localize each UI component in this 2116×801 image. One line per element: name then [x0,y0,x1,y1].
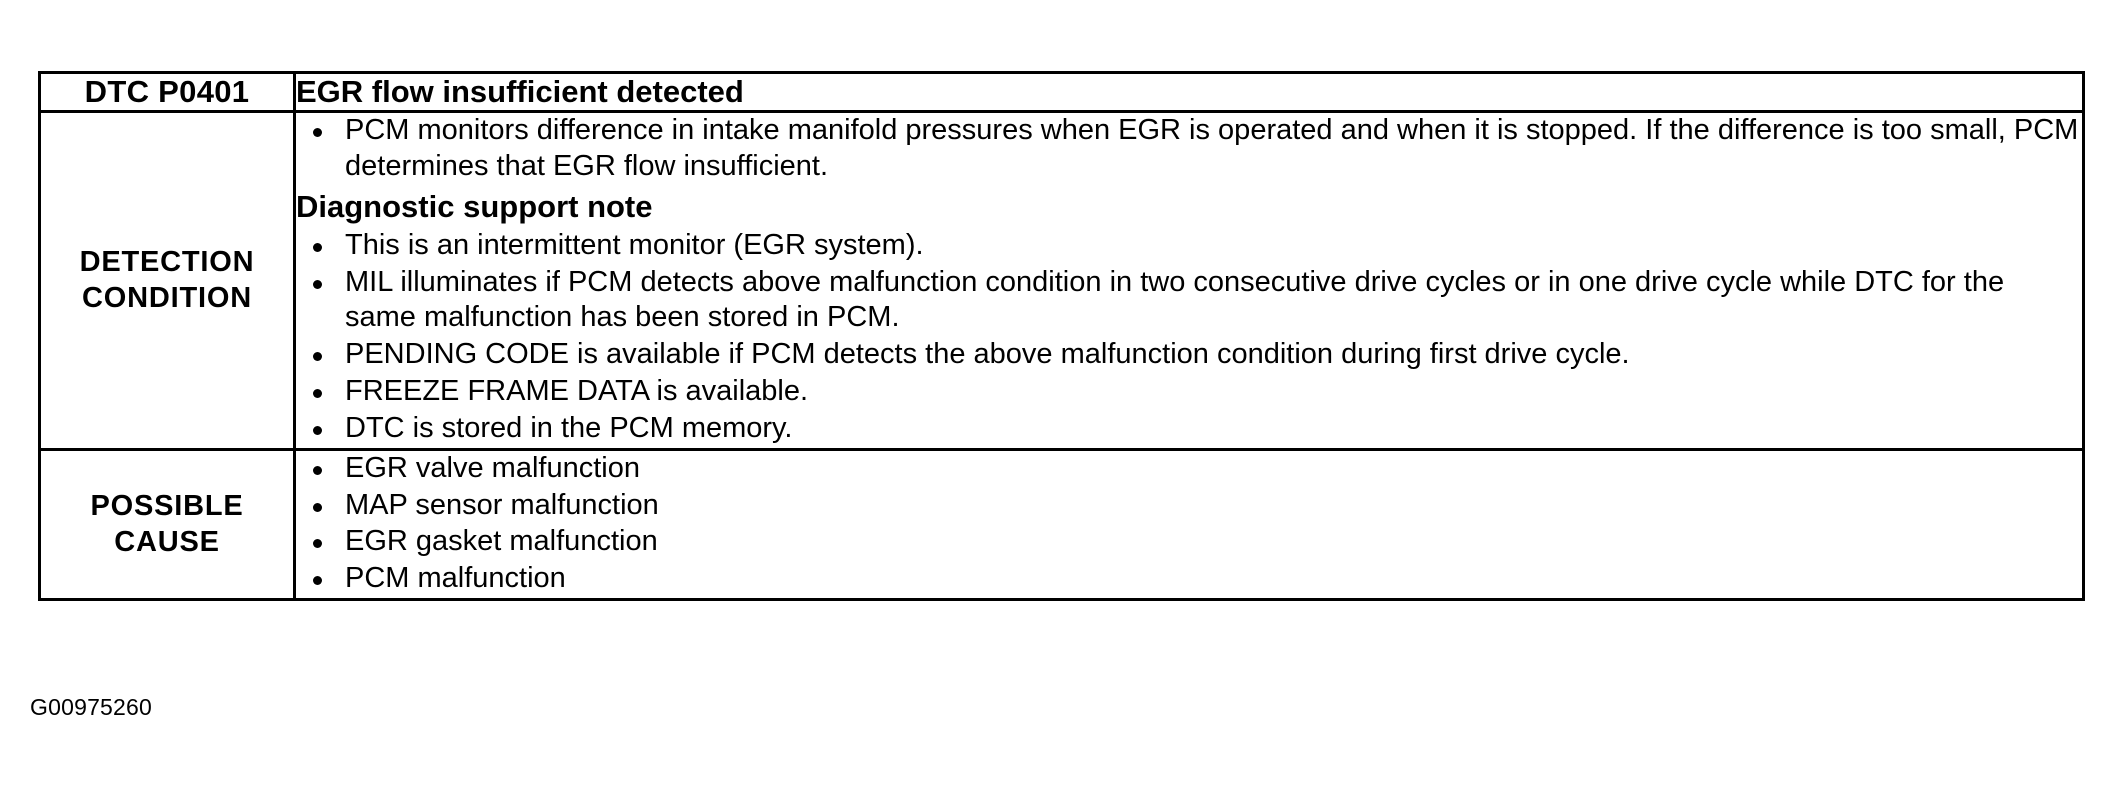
detection-condition-bullet-list-1: PCM monitors difference in intake manifo… [296,113,2082,185]
list-item: MIL illuminates if PCM detects above mal… [296,265,2082,337]
dtc-code-cell: DTC P0401 [38,71,296,113]
detection-condition-bullet-list-2: This is an intermittent monitor (EGR sys… [296,228,2082,447]
detection-condition-content: PCM monitors difference in intake manifo… [293,110,2085,451]
list-item: This is an intermittent monitor (EGR sys… [296,228,2082,264]
list-item: DTC is stored in the PCM memory. [296,411,2082,447]
list-item: PCM monitors difference in intake manifo… [296,113,2082,185]
possible-cause-content: EGR valve malfunction MAP sensor malfunc… [293,447,2085,601]
table-row-header: DTC P0401 EGR flow insufficient detected [38,71,2085,113]
figure-caption: G00975260 [30,694,153,720]
dtc-description-cell: EGR flow insufficient detected [293,71,2085,113]
table-row-possible-cause: POSSIBLE CAUSE EGR valve malfunction MAP… [38,447,2085,601]
list-item: MAP sensor malfunction [296,488,2082,524]
row-label-line-2: CONDITION [82,282,252,315]
list-item: PCM malfunction [296,561,2082,597]
row-label-line-2: CAUSE [114,526,220,559]
row-label-line-1: DETECTION [79,246,255,279]
list-item: FREEZE FRAME DATA is available. [296,374,2082,410]
row-label-detection-condition: DETECTION CONDITION [38,110,296,451]
dtc-table: DTC P0401 EGR flow insufficient detected… [38,71,2085,601]
possible-cause-bullet-list: EGR valve malfunction MAP sensor malfunc… [296,451,2082,597]
diagnostic-support-note-heading: Diagnostic support note [296,188,653,224]
table-row-detection-condition: DETECTION CONDITION PCM monitors differe… [38,110,2085,451]
list-item: EGR valve malfunction [296,451,2082,487]
list-item: PENDING CODE is available if PCM detects… [296,337,2082,373]
row-label-line-1: POSSIBLE [90,490,244,523]
list-item: EGR gasket malfunction [296,524,2082,560]
row-label-possible-cause: POSSIBLE CAUSE [38,447,296,601]
